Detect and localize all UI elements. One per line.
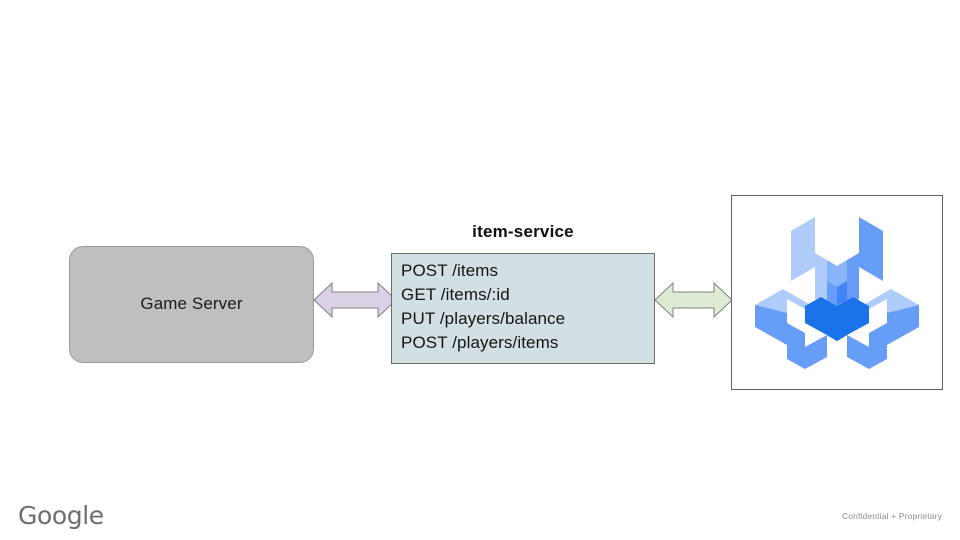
double-headed-arrow-icon bbox=[313, 281, 397, 319]
endpoint-item: PUT /players/balance bbox=[401, 309, 566, 328]
game-server-node[interactable]: Game Server bbox=[69, 246, 314, 363]
endpoint-item: POST /items bbox=[401, 261, 499, 280]
tri-wrench-icon bbox=[755, 216, 919, 369]
endpoint-item: GET /items/:id bbox=[401, 285, 510, 304]
item-service-node[interactable]: POST /items GET /items/:id PUT /players/… bbox=[391, 253, 655, 364]
google-logo: Google bbox=[18, 501, 104, 530]
connector-item-service-to-tri-wrench bbox=[654, 279, 733, 321]
item-service-title: item-service bbox=[472, 222, 574, 241]
endpoint-list: POST /items GET /items/:id PUT /players/… bbox=[401, 259, 648, 355]
double-headed-arrow-icon bbox=[654, 281, 733, 319]
confidentiality-note: Confidential + Proprietary bbox=[841, 511, 942, 521]
tri-wrench-icon-panel[interactable] bbox=[731, 195, 943, 390]
endpoint-item: POST /players/items bbox=[401, 333, 559, 352]
connector-game-server-to-item-service bbox=[313, 279, 397, 321]
game-server-label: Game Server bbox=[140, 294, 243, 314]
